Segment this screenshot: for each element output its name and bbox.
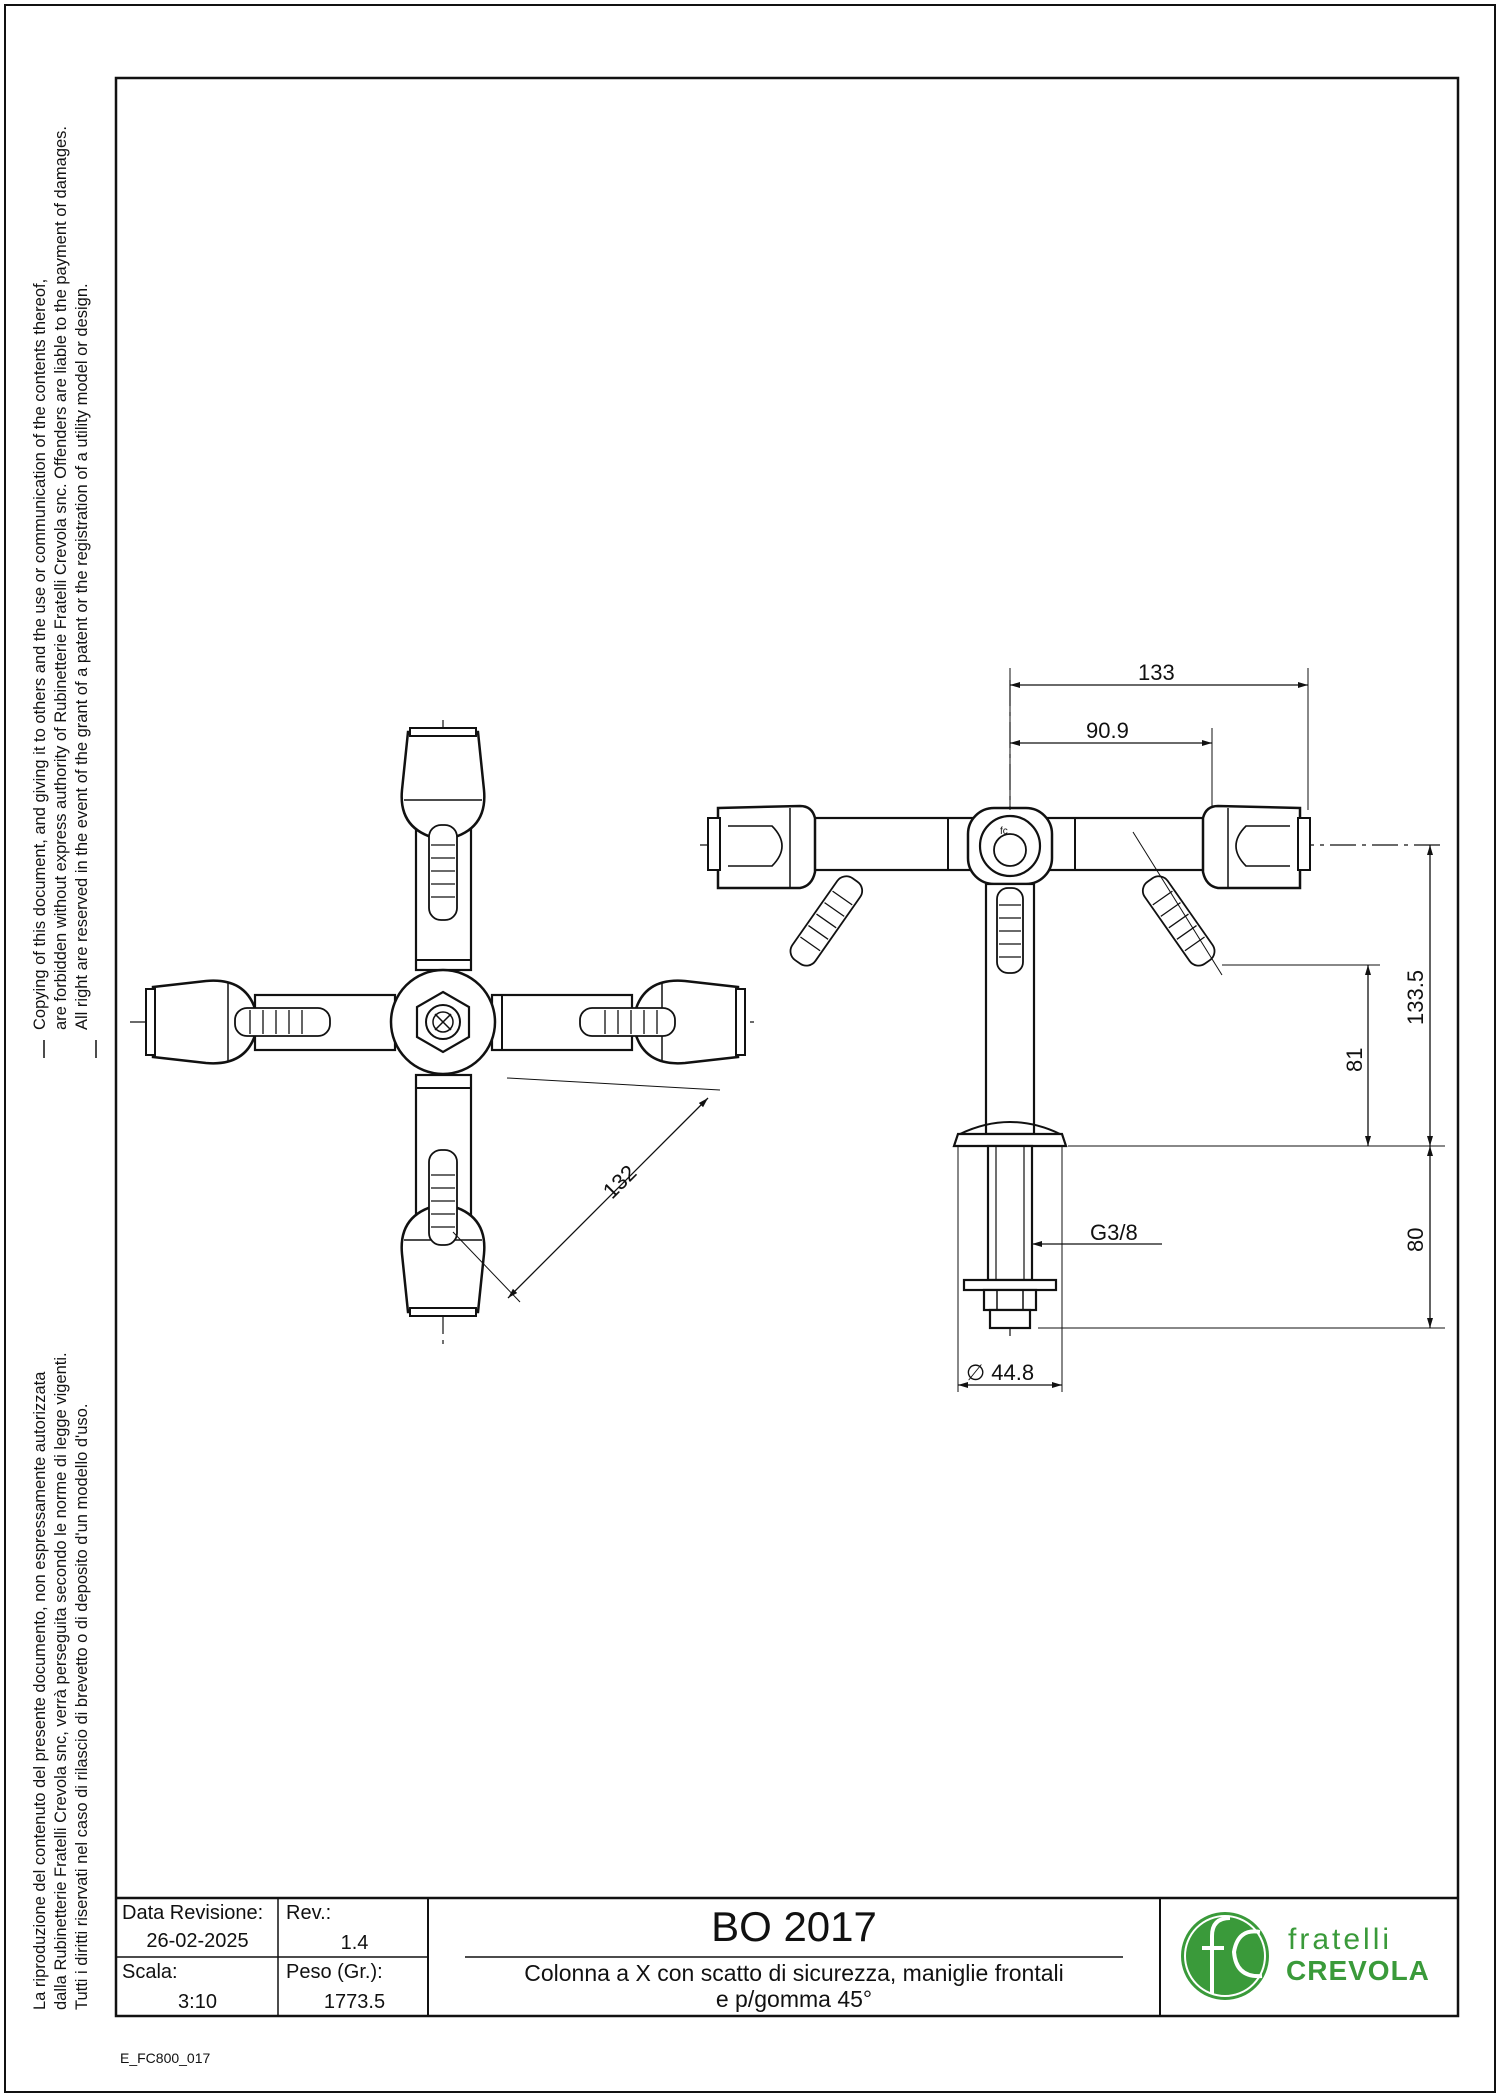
dimension-81: 81 xyxy=(1342,1048,1367,1072)
description-line-2: e p/gomma 45° xyxy=(715,1986,873,2012)
dimension-133: 133 xyxy=(1138,660,1175,685)
dimension-90-9: 90.9 xyxy=(1086,718,1129,743)
drawing-frame xyxy=(114,76,1460,2018)
data-revisione-value: 26-02-2025 xyxy=(146,1930,249,1952)
dimension-132: 132 xyxy=(598,1160,642,1204)
top-view-x-cross xyxy=(130,720,760,1345)
scala-label: Scala: xyxy=(122,1961,178,1983)
fratelli-crevola-logo xyxy=(1181,1912,1269,2000)
thread-label: G3/8 xyxy=(1090,1220,1138,1245)
title-block-grid xyxy=(116,1896,1458,2016)
diameter-label: ∅ 44.8 xyxy=(966,1360,1034,1385)
legal-notice-italian: La riproduzione del contenuto del presen… xyxy=(31,1352,91,2010)
peso-label: Peso (Gr.): xyxy=(286,1961,383,1983)
legal-notice-english: Copying of this document, and giving it … xyxy=(31,125,91,1030)
peso-value: 1773.5 xyxy=(323,1991,386,2013)
rev-value: 1.4 xyxy=(340,1932,369,1954)
logo-word-crevola: CREVOLA xyxy=(1286,1955,1430,1986)
description-line-1: Colonna a X con scatto di sicurezza, man… xyxy=(524,1960,1064,1986)
dimension-133-5: 133.5 xyxy=(1403,970,1428,1025)
drawing-code: E_FC800_017 xyxy=(120,2050,211,2066)
product-code: BO 2017 xyxy=(711,1903,877,1950)
svg-text:fc: fc xyxy=(1000,826,1008,837)
data-revisione-label: Data Revisione: xyxy=(122,1902,264,1924)
outer-border xyxy=(4,4,1496,2093)
logo-word-fratelli: fratelli xyxy=(1288,1923,1393,1956)
scala-value: 3:10 xyxy=(178,1991,217,2013)
dimension-80: 80 xyxy=(1403,1228,1428,1252)
side-view: fc xyxy=(700,668,1445,1392)
rev-label: Rev.: xyxy=(286,1902,332,1924)
